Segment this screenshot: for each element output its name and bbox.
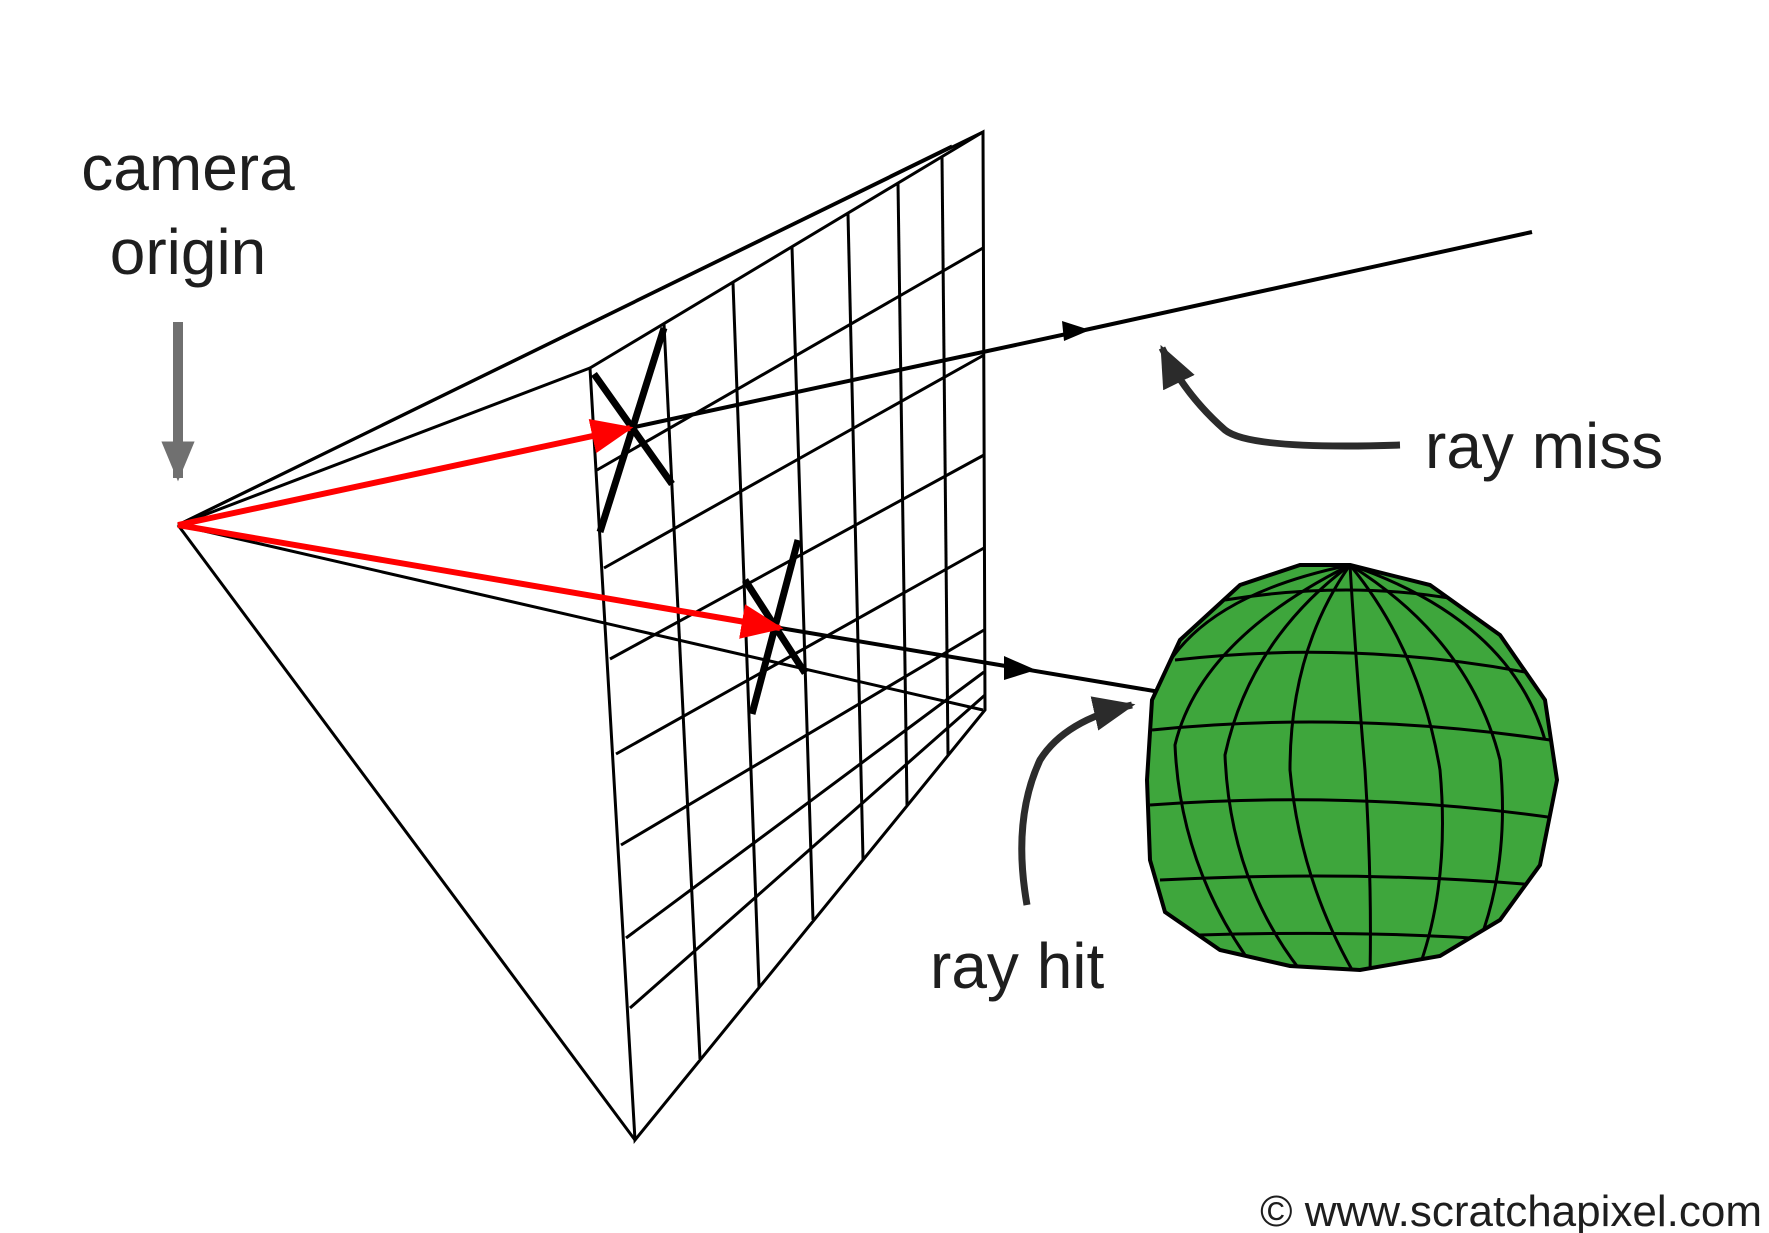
sphere bbox=[1144, 563, 1560, 973]
curved-arrow-icon bbox=[1158, 344, 1401, 450]
ray-hit-label: ray hit bbox=[930, 930, 1105, 1002]
primary-rays bbox=[177, 418, 784, 639]
copyright-credit: © www.scratchapixel.com bbox=[1260, 1187, 1762, 1233]
hit-ray bbox=[779, 626, 1161, 694]
camera-origin-label-line1: camera bbox=[81, 132, 295, 204]
curved-arrow-icon bbox=[1018, 696, 1136, 906]
ray-miss-label: ray miss bbox=[1425, 410, 1663, 482]
image-plane-grid bbox=[588, 129, 987, 1144]
primary-ray-bottom bbox=[177, 522, 784, 639]
camera-origin-label-line2: origin bbox=[110, 216, 267, 288]
miss-ray-arrowhead bbox=[1062, 321, 1090, 341]
sphere-body bbox=[1144, 563, 1560, 973]
hit-ray-arrowhead bbox=[1004, 656, 1036, 680]
ray-hit-callout: ray hit bbox=[930, 696, 1136, 1002]
camera-frustum bbox=[176, 130, 984, 1141]
primary-ray-top bbox=[177, 418, 634, 528]
ray-miss-callout: ray miss bbox=[1158, 344, 1663, 482]
miss-ray bbox=[629, 230, 1533, 430]
